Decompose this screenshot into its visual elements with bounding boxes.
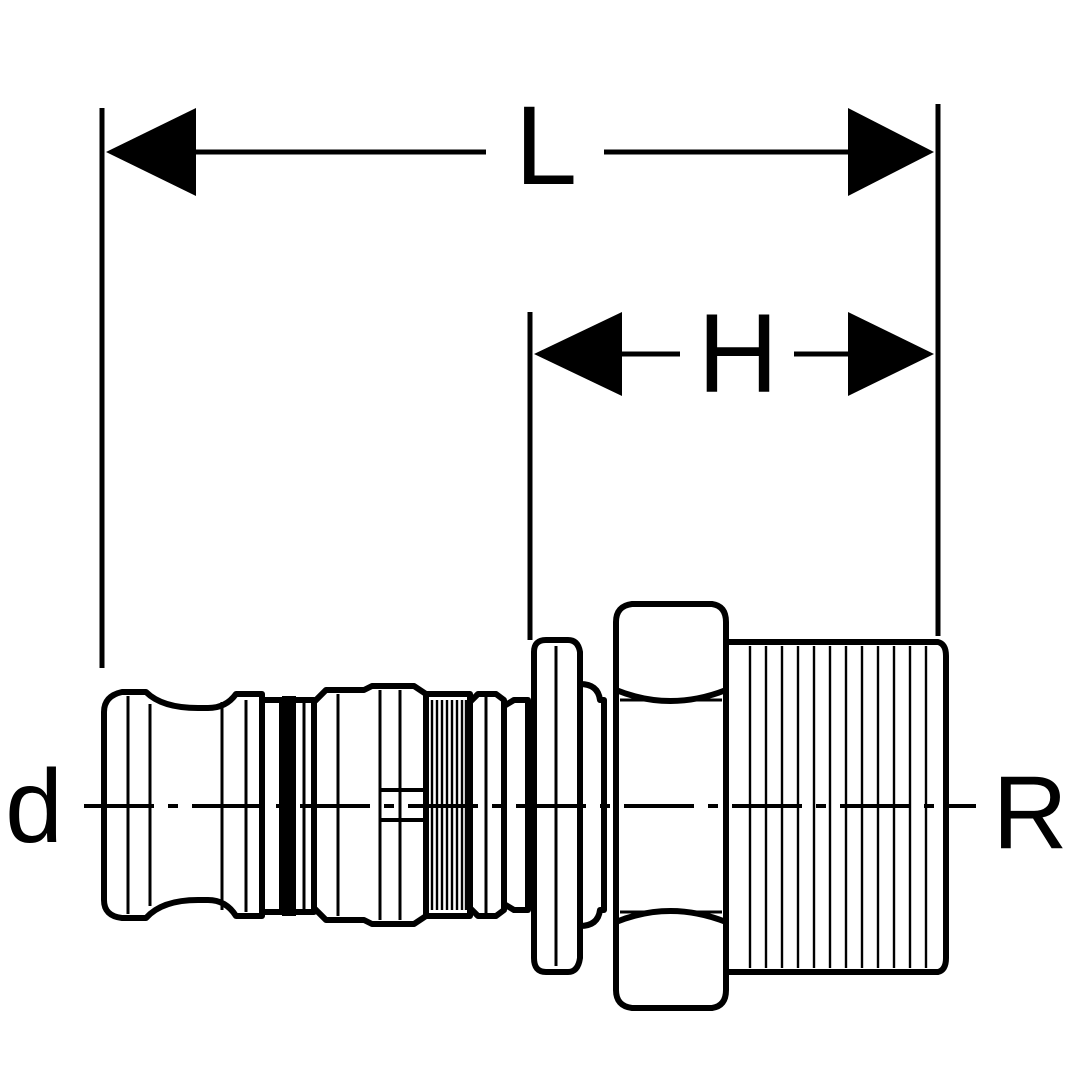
arrowhead-h-left [534, 312, 622, 396]
label-r: R [992, 755, 1067, 871]
arrowhead-l-left [106, 108, 196, 196]
label-l: L [515, 83, 577, 208]
hex-nut [613, 601, 729, 1011]
arrowhead-l-right [848, 108, 934, 196]
label-h: H [698, 291, 779, 416]
arrowhead-h-right [848, 312, 934, 396]
dimension-h: H [527, 291, 934, 640]
label-d: d [5, 749, 63, 865]
insert-section [467, 691, 531, 919]
dimension-l: L [99, 83, 941, 668]
